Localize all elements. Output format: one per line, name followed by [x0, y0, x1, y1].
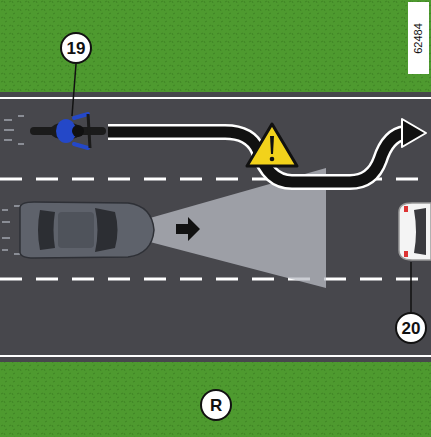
- figure-number: 62484: [412, 23, 423, 54]
- view-label: R: [210, 397, 222, 414]
- warning-symbol: [247, 124, 297, 166]
- road: [0, 92, 431, 362]
- car-ahead: [399, 203, 431, 260]
- leader-line: [72, 64, 76, 116]
- callout-number: 20: [402, 320, 421, 337]
- leader-line: [410, 262, 412, 312]
- road-edge-line: [0, 97, 431, 99]
- motorcycle: [4, 114, 106, 148]
- callout-circle: [61, 33, 91, 63]
- grass-verge: [0, 362, 431, 437]
- car: [2, 202, 154, 258]
- callout-circle: [201, 390, 231, 420]
- warning-symbol: [270, 136, 274, 154]
- callout-number: 19: [67, 40, 86, 57]
- arrowhead: [402, 119, 426, 147]
- lane-marking: [0, 278, 431, 281]
- watermark-ground: [408, 2, 429, 74]
- callout-circle: [396, 313, 426, 343]
- warning-symbol: [270, 157, 275, 162]
- grass-verge: [0, 0, 431, 92]
- direction-arrow: [176, 217, 200, 241]
- road-edge-line: [0, 355, 431, 357]
